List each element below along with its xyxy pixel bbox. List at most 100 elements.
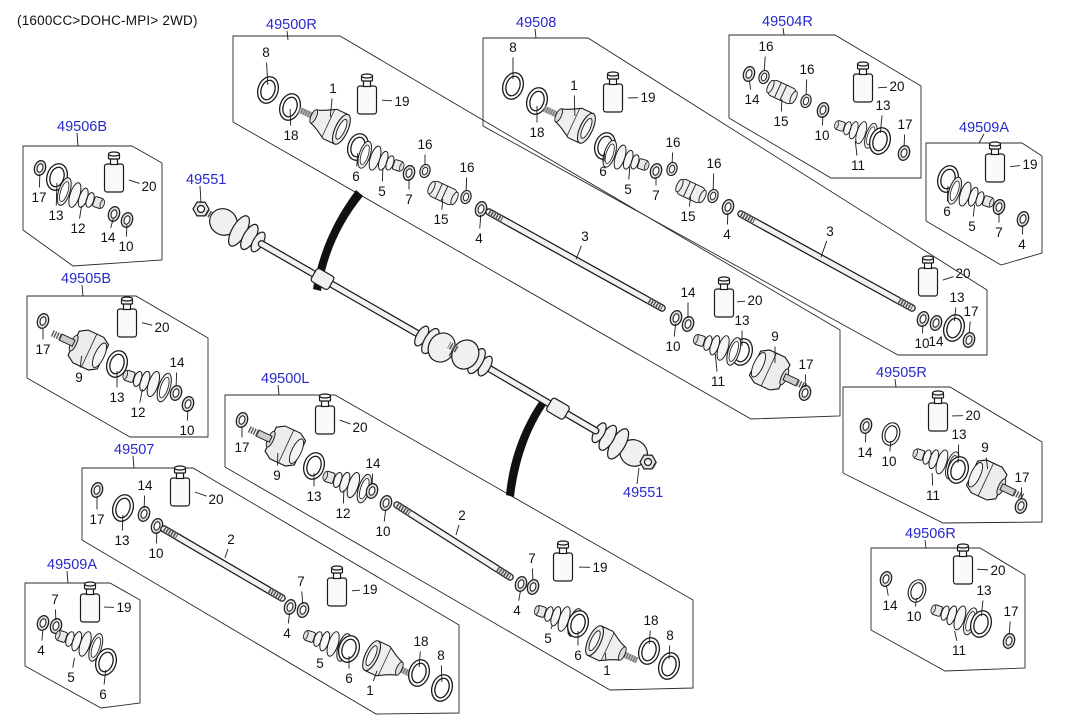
callout-8: 8 xyxy=(437,648,445,663)
part-bottle xyxy=(326,565,348,607)
part-number-label-49551-1[interactable]: 49551 xyxy=(186,172,226,188)
callout-18: 18 xyxy=(529,125,544,140)
callout-14: 14 xyxy=(680,285,696,300)
callout-10: 10 xyxy=(914,336,929,351)
callout-leader xyxy=(372,670,378,682)
callout-11: 11 xyxy=(711,374,725,389)
label-leader xyxy=(636,467,640,485)
callout-4: 4 xyxy=(475,231,483,246)
callout-5: 5 xyxy=(316,656,324,671)
kit-box-49504R xyxy=(728,34,922,179)
part-number-label-49506B[interactable]: 49506B xyxy=(57,119,107,135)
callout-12: 12 xyxy=(130,405,145,420)
callout-17: 17 xyxy=(35,342,50,357)
callout-17: 17 xyxy=(89,512,104,527)
callout-leader xyxy=(736,300,746,303)
callout-leader xyxy=(879,115,883,134)
part-number-label-49500L[interactable]: 49500L xyxy=(261,371,309,387)
callout-8: 8 xyxy=(509,40,517,55)
callout-leader xyxy=(550,625,553,630)
part-number-label-49506R[interactable]: 49506R xyxy=(905,526,956,542)
label-leader xyxy=(132,455,135,469)
callout-16: 16 xyxy=(665,135,680,150)
callout-14: 14 xyxy=(365,456,381,471)
callout-17: 17 xyxy=(1014,470,1029,485)
callout-leader xyxy=(465,177,468,192)
label-leader xyxy=(76,132,79,147)
callout-leader xyxy=(914,597,918,607)
callout-20: 20 xyxy=(990,563,1005,578)
callout-2: 2 xyxy=(227,532,235,547)
part-number-label-49500R[interactable]: 49500R xyxy=(266,17,317,33)
part-number-label-49507[interactable]: 49507 xyxy=(114,442,154,458)
part-shaft xyxy=(160,525,286,602)
callout-6: 6 xyxy=(345,671,353,686)
callout-14: 14 xyxy=(928,334,944,349)
callout-leader xyxy=(79,205,82,219)
callout-leader xyxy=(381,99,393,102)
part-number-label-49505R[interactable]: 49505R xyxy=(876,365,927,381)
callout-leader xyxy=(877,86,888,89)
callout-10: 10 xyxy=(814,128,829,143)
callout-14: 14 xyxy=(100,230,116,245)
callout-6: 6 xyxy=(99,687,107,702)
page-title: (1600CC>DOHC-MPI> 2WD) xyxy=(17,13,198,28)
callout-leader xyxy=(518,590,521,601)
part-number-label-49551-2[interactable]: 49551 xyxy=(623,485,663,501)
callout-leader xyxy=(714,353,718,372)
label-leader xyxy=(782,27,785,36)
callout-leader xyxy=(301,591,304,605)
part-number-label-49509A[interactable]: 49509A xyxy=(959,120,1009,136)
callout-11: 11 xyxy=(851,158,865,173)
callout-leader xyxy=(942,276,954,281)
part-oring xyxy=(798,92,814,110)
part-number-label-49504R[interactable]: 49504R xyxy=(762,14,813,30)
part-boot xyxy=(354,139,409,182)
callout-11: 11 xyxy=(952,643,966,658)
callout-5: 5 xyxy=(968,219,976,234)
label-leader xyxy=(277,384,280,396)
part-ring xyxy=(904,576,930,606)
label-leader xyxy=(66,570,69,584)
callout-17: 17 xyxy=(1003,604,1018,619)
part-number-label-49509A-B[interactable]: 49509A xyxy=(47,557,97,573)
callout-20: 20 xyxy=(154,320,169,335)
callout-20: 20 xyxy=(955,266,970,281)
part-innerjoint xyxy=(44,316,112,373)
callout-leader xyxy=(121,514,124,531)
callout-16: 16 xyxy=(758,39,773,54)
callout-7: 7 xyxy=(652,188,660,203)
callout-leader xyxy=(41,630,44,641)
callout-leader xyxy=(339,419,351,425)
part-oring xyxy=(377,493,395,513)
kit-box-49509A-B xyxy=(24,582,141,709)
part-damper xyxy=(673,176,709,206)
callout-16: 16 xyxy=(799,62,814,77)
part-number-label-49505B[interactable]: 49505B xyxy=(61,271,111,287)
callout-leader xyxy=(712,173,715,191)
callout-19: 19 xyxy=(116,600,131,615)
callout-16: 16 xyxy=(459,160,474,175)
callout-leader xyxy=(575,245,582,260)
part-ring xyxy=(404,656,434,690)
part-ring xyxy=(878,419,904,449)
callout-leader xyxy=(573,95,576,117)
callout-9: 9 xyxy=(75,370,83,385)
callout-leader xyxy=(356,152,359,167)
part-damper xyxy=(425,178,461,208)
callout-19: 19 xyxy=(592,560,607,575)
callout-leader xyxy=(976,568,989,571)
part-oring xyxy=(740,64,758,84)
part-bottle xyxy=(356,73,378,115)
callout-7: 7 xyxy=(405,192,413,207)
callout-leader xyxy=(103,669,107,685)
callout-13: 13 xyxy=(976,583,991,598)
callout-14: 14 xyxy=(137,478,153,493)
callout-13: 13 xyxy=(875,98,890,113)
callout-1: 1 xyxy=(366,683,374,698)
callout-20: 20 xyxy=(352,420,367,435)
part-number-label-49508[interactable]: 49508 xyxy=(516,15,556,31)
part-oring xyxy=(1012,496,1030,516)
label-leader xyxy=(978,133,985,144)
callout-17: 17 xyxy=(963,304,978,319)
